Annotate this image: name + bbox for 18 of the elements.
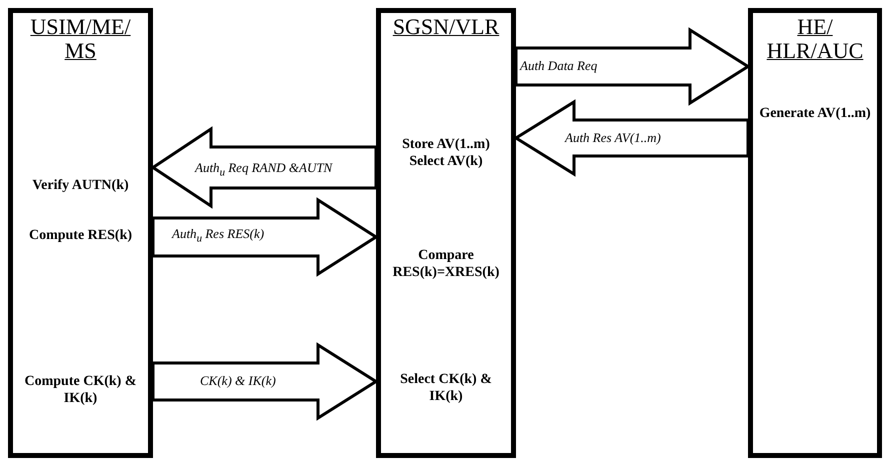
lifeline-title: USIM/ME/ MS — [29, 15, 132, 63]
step-text: Compute CK(k) & IK(k) — [24, 373, 138, 407]
lifeline-title: HE/ HLR/AUC — [766, 15, 864, 63]
step-text: Store AV(1..m) Select AV(k) — [401, 136, 491, 170]
step-text: Verify AUTN(k) — [31, 177, 130, 194]
message-label: CK(k) & IK(k) — [200, 373, 276, 389]
step-text: Select CK(k) & IK(k) — [399, 371, 493, 405]
message-label: Auth Data Req — [520, 58, 598, 74]
step-text: Compare RES(k)=XRES(k) — [392, 247, 500, 281]
step-text: Compute RES(k) — [28, 227, 134, 244]
lifeline-box — [748, 8, 882, 458]
lifeline-box — [8, 8, 153, 458]
message-label: Auth Res AV(1..m) — [565, 130, 661, 146]
step-text: Generate AV(1..m) — [758, 105, 872, 122]
message-label: Auth$_{u}$ Res RES(k) — [172, 226, 264, 245]
lifeline-box — [376, 8, 516, 458]
message-label: Auth$_{u}$ Req RAND &AUTN — [195, 160, 332, 179]
lifeline-title: SGSN/VLR — [392, 15, 500, 39]
